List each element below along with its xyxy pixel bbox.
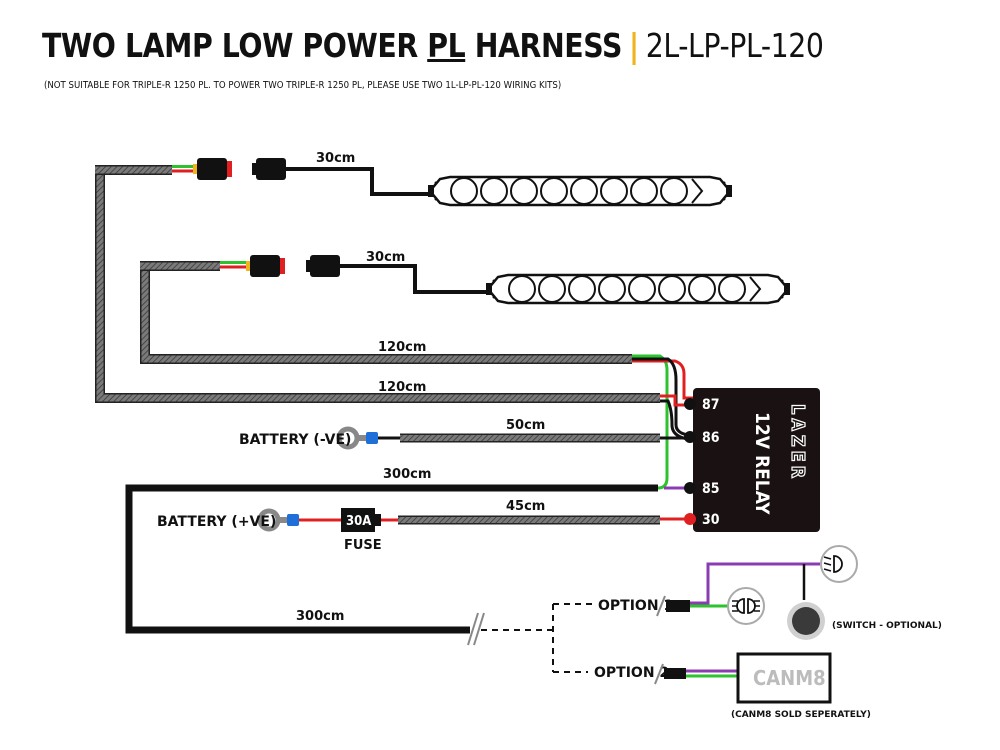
relay: 87 86 85 30 12V RELAY LAZER <box>684 388 820 532</box>
relay-pin-86: 86 <box>702 430 720 446</box>
canm8-label: CANM8 <box>753 666 826 690</box>
relay-brand-logo: LAZER <box>787 404 808 482</box>
battery-negative-circuit: BATTERY (-VE) 50cm <box>239 418 660 450</box>
title-main: TWO LAMP LOW POWER <box>42 26 418 65</box>
lamp1-lead-length: 30cm <box>316 151 355 166</box>
title-separator: | <box>628 26 639 65</box>
lamp2-lead-length: 30cm <box>366 250 405 265</box>
lamp2-connector-female[interactable] <box>246 255 285 277</box>
lamp1-connector-female[interactable] <box>193 158 232 180</box>
canm8-module <box>736 652 832 704</box>
option2-label: OPTION 2 <box>594 665 669 681</box>
title-tail: HARNESS <box>474 26 623 65</box>
lamp1-lightbar <box>426 175 734 207</box>
battery-positive-label: BATTERY (+VE) <box>157 514 276 530</box>
part-code: 2L-LP-PL-120 <box>645 26 824 65</box>
battery-negative-length: 50cm <box>506 418 545 433</box>
option2-group: OPTION 2 CANM8 (CANM8 SOLD SEPERATELY) <box>594 652 871 720</box>
relay-pin-87: 87 <box>702 397 720 413</box>
relay-name: 12V RELAY <box>751 412 773 515</box>
battery-positive-length: 45cm <box>506 499 545 514</box>
low-beam-icon <box>820 545 858 583</box>
fuse-rating: 30A <box>346 514 371 529</box>
switch-note: (SWITCH - OPTIONAL) <box>832 621 942 631</box>
subtitle: (NOT SUITABLE FOR TRIPLE-R 1250 PL. TO P… <box>44 80 562 91</box>
lamp2-main-length: 120cm <box>378 340 426 355</box>
lamp2-lightbar <box>484 273 792 305</box>
battery-negative-label: BATTERY (-VE) <box>239 432 351 448</box>
fuse-label: FUSE <box>344 538 382 553</box>
lamp2-harness: 30cm 120cm <box>140 250 792 364</box>
high-beam-icon <box>727 587 765 625</box>
relay-pin-30: 30 <box>702 512 720 528</box>
switch-feed-cable: 300cm 300cm <box>125 467 658 673</box>
option1-label: OPTION 1 <box>598 598 673 614</box>
switch-feed-length: 300cm <box>383 467 431 482</box>
lamp1-harness: 30cm 120cm <box>95 151 734 403</box>
lamp1-connector-male[interactable] <box>252 158 286 180</box>
page-title: TWO LAMP LOW POWER PL HARNESS|2L-LP-PL-1… <box>42 26 824 65</box>
fuse-holder <box>341 508 375 532</box>
switch-extension-length: 300cm <box>296 609 344 624</box>
option1-group: OPTION 1 (SWITCH - OPTIONAL) <box>598 545 942 640</box>
relay-pin-85: 85 <box>702 481 720 497</box>
lamp2-connector-male[interactable] <box>306 255 340 277</box>
canm8-note: (CANM8 SOLD SEPERATELY) <box>731 710 871 720</box>
title-pl: PL <box>427 26 466 65</box>
battery-positive-circuit: 30A FUSE BATTERY (+VE) 45cm <box>157 499 660 553</box>
lamp1-main-length: 120cm <box>378 380 426 395</box>
